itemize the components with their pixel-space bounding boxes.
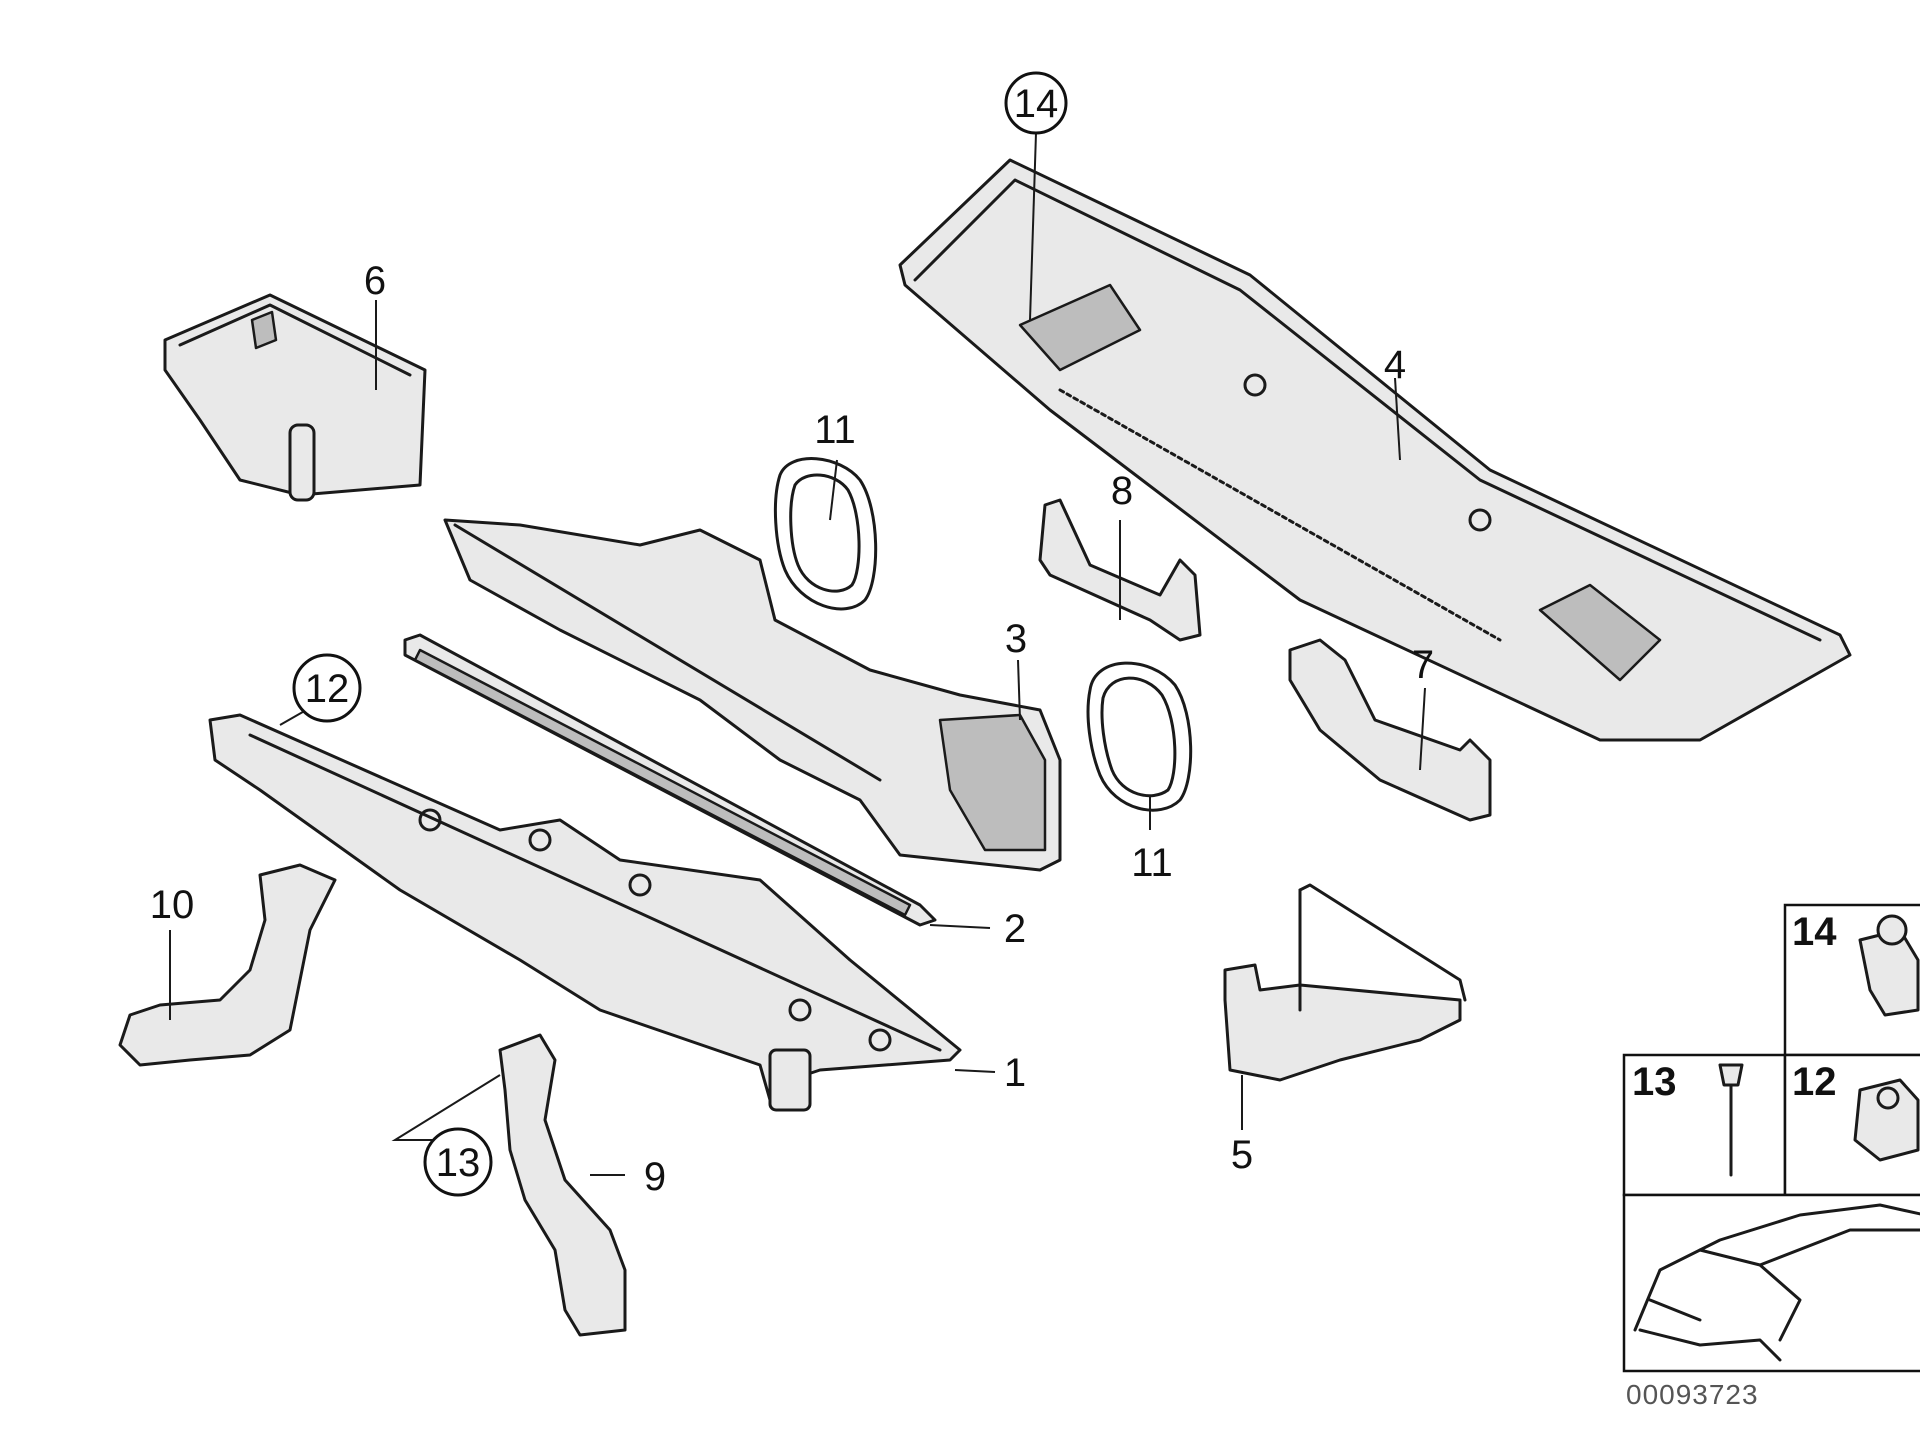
callout-7: 7 [1412,643,1434,687]
clip-fastener-drawing [1858,914,1920,1017]
callout-12-circle [292,653,362,723]
callout-5: 5 [1231,1133,1253,1177]
part-4-cowl-cover [898,158,1852,742]
callout-14-circle [1004,71,1068,135]
inset-panel: 14 13 12 [1622,903,1920,1373]
callout-12: 12 [305,667,350,711]
callout-10: 10 [150,883,195,927]
inset-label-14: 14 [1792,910,1837,954]
part-10-duct [118,863,337,1067]
part-11-seal-lower [1086,661,1193,812]
rivet-drawing [1718,1063,1744,1177]
nut-drawing [1853,1078,1920,1162]
inset-label-12: 12 [1792,1060,1837,1104]
callout-11-upper: 11 [814,408,856,452]
part-6-housing [163,293,427,502]
vehicle-outline-drawing [1633,1203,1920,1362]
part-8-bracket [1038,498,1202,642]
callouts: 6 11 8 4 3 7 11 2 10 1 5 9 14 12 13 [150,71,1434,1199]
callout-14: 14 [1014,82,1059,126]
part-1-cowl-panel [208,713,962,1112]
callout-4: 4 [1384,343,1406,387]
callout-3: 3 [1005,617,1027,661]
part-3-air-duct [443,518,1062,872]
inset-cell-vehicle [1622,1193,1920,1373]
callout-6: 6 [364,259,386,303]
diagram-reference-number: 00093723 [1626,1379,1759,1410]
callout-9: 9 [644,1155,666,1199]
callout-13-circle [423,1127,493,1197]
callout-2: 2 [1004,907,1026,951]
callout-8: 8 [1111,469,1133,513]
part-9-duct [498,1033,627,1337]
part-2-filter-strip [403,633,937,927]
part-11-seal-upper [773,457,878,611]
part-5-housing [1223,883,1467,1082]
callout-13: 13 [436,1141,481,1185]
part-7-bracket [1288,638,1492,822]
inset-label-13: 13 [1632,1060,1677,1104]
callout-11-lower: 11 [1131,841,1173,885]
callout-1: 1 [1004,1051,1026,1095]
